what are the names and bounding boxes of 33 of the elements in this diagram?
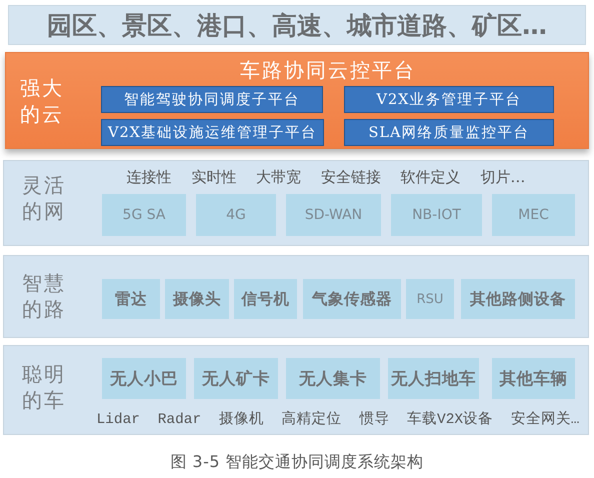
platform-box: 智能驾驶协同调度子平台 (101, 86, 323, 113)
layer-title: 强大的云 (20, 75, 65, 127)
scenario-banner: 园区、景区、港口、高速、城市道路、矿区… (8, 5, 586, 45)
platform-title: 车路协同云控平台 (240, 57, 416, 84)
layer-panel (3, 160, 589, 246)
platform-box: V2X业务管理子平台 (344, 86, 554, 113)
vehicle-box: 其他车辆 (492, 358, 575, 399)
layer-panel (3, 255, 589, 338)
layer-title: 智慧的路 (22, 270, 67, 322)
cloud-layer-panel (5, 52, 589, 149)
device-box: 摄像头 (165, 279, 229, 319)
feature-list: 连接性 实时性 大带宽 安全链接 软件定义 切片… (126, 168, 526, 187)
vehicle-box: 无人集卡 (286, 358, 380, 399)
device-box: 气象传感器 (303, 279, 401, 319)
vehicle-box: 无人扫地车 (388, 358, 479, 399)
device-box: 其他路侧设备 (461, 279, 575, 319)
network-box: 4G (196, 194, 276, 236)
vehicle-box: 无人小巴 (102, 358, 186, 399)
platform-box: SLA网络质量监控平台 (344, 119, 554, 146)
device-box: RSU (406, 279, 454, 319)
network-box: 5G SA (102, 194, 186, 236)
device-box: 雷达 (102, 279, 160, 319)
device-box: 信号机 (234, 279, 297, 319)
layer-title: 聪明的车 (22, 361, 67, 413)
vehicle-box: 无人矿卡 (194, 358, 278, 399)
layer-title: 灵活的网 (22, 172, 67, 224)
network-box: SD-WAN (286, 194, 381, 236)
network-box: NB-IOT (391, 194, 482, 236)
figure-caption: 图 3-5 智能交通协同调度系统架构 (170, 452, 424, 473)
platform-box: V2X基础设施运维管理子平台 (101, 119, 324, 146)
feature-list: Lidar Radar 摄像机 高精定位 惯导 车载V2X设备 安全网关… (96, 409, 580, 428)
network-box: MEC (492, 194, 575, 236)
layer-panel (3, 345, 589, 435)
